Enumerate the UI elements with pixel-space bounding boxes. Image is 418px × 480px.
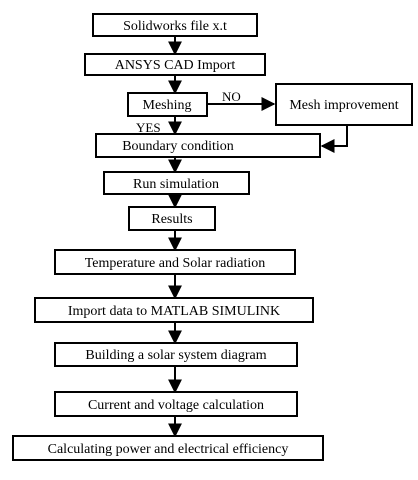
svg-text:Import data to MATLAB SIMULINK: Import data to MATLAB SIMULINK [68,304,280,319]
node-building-diagram: Building a solar system diagram [54,342,298,367]
svg-text:Current and voltage calculatio: Current and voltage calculation [88,398,264,413]
node-ansys: ANSYS CAD Import [84,53,266,76]
edge-label-yes: YES [136,120,161,135]
node-mesh-improvement: Mesh improvement [275,83,413,126]
edge-label-no: NO [222,89,241,104]
svg-text:Mesh improvement: Mesh improvement [289,98,398,113]
svg-text:Results: Results [151,212,192,227]
svg-text:Building a solar system diagra: Building a solar system diagram [85,348,266,363]
node-current-voltage: Current and voltage calculation [54,391,298,417]
node-run-simulation: Run simulation [103,171,250,195]
node-boundary-condition: Boundary condition [95,133,321,158]
svg-text:Solidworks file x.t: Solidworks file x.t [123,19,227,34]
node-power-efficiency: Calculating power and electrical efficie… [12,435,324,461]
svg-text:Calculating power and electric: Calculating power and electrical efficie… [48,442,289,457]
svg-text:Meshing: Meshing [143,98,192,113]
node-solidworks: Solidworks file x.t [92,13,258,37]
svg-text:Temperature and Solar radiatio: Temperature and Solar radiation [85,256,266,271]
svg-text:Run simulation: Run simulation [133,177,219,192]
node-results: Results [128,206,216,231]
svg-text:ANSYS CAD Import: ANSYS CAD Import [115,58,236,73]
node-temperature: Temperature and Solar radiation [54,249,296,275]
node-import-matlab: Import data to MATLAB SIMULINK [34,297,314,323]
arrow-mesh-improvement-to-boundary [320,125,348,153]
node-meshing: Meshing [127,92,208,117]
svg-text:Boundary condition: Boundary condition [122,139,234,154]
